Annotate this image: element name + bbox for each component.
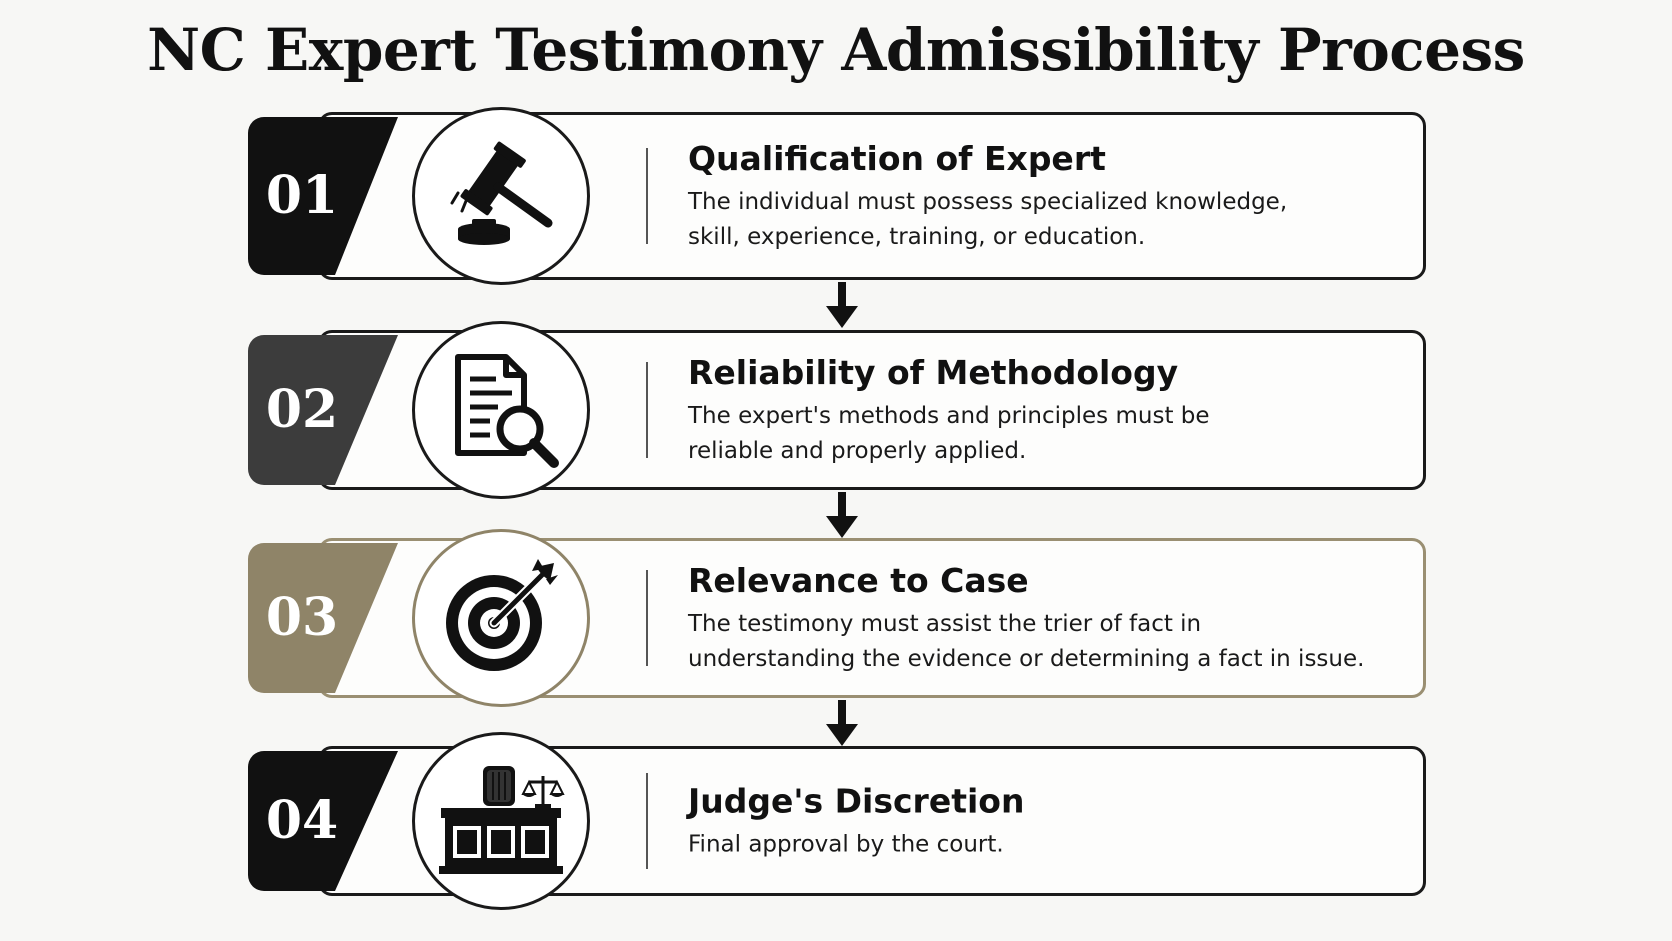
step-description: Final approval by the court. <box>688 828 1406 863</box>
target-arrow-icon <box>412 529 590 707</box>
step-heading: Judge's Discretion <box>688 781 1025 821</box>
step-number: 01 <box>265 165 339 226</box>
step-2: 02 Reliability of Methodology The expert… <box>248 321 1426 499</box>
page-title: NC Expert Testimony Admissibility Proces… <box>147 16 1525 84</box>
description-line: Final approval by the court. <box>688 831 1004 858</box>
description-line: reliable and properly applied. <box>688 438 1027 464</box>
step-heading: Reliability of Methodology <box>688 353 1179 392</box>
step-1: 01 Qualification of Expert The individua… <box>248 107 1426 285</box>
description-line: The testimony must assist the trier of f… <box>688 611 1202 637</box>
description-line: skill, experience, training, or educatio… <box>688 224 1146 250</box>
step-3: 03 Relevance to Case The testimony must … <box>248 529 1426 707</box>
step-text: Qualification of Expert The individual m… <box>688 137 1406 255</box>
step-4: 04 Jud <box>248 732 1426 910</box>
down-arrow-icon <box>826 492 858 538</box>
gavel-icon <box>412 107 590 285</box>
step-number: 03 <box>265 587 339 648</box>
step-text: Reliability of Methodology The expert's … <box>688 351 1406 469</box>
step-heading: Relevance to Case <box>688 561 1029 600</box>
divider <box>646 362 648 458</box>
divider <box>646 570 648 666</box>
judge-bench-icon <box>412 732 590 910</box>
description-line: The expert's methods and principles must… <box>688 403 1210 429</box>
step-number: 02 <box>265 379 339 440</box>
step-description: The expert's methods and principles must… <box>688 399 1406 469</box>
step-number: 04 <box>265 790 339 851</box>
step-description: The individual must possess specialized … <box>688 185 1406 255</box>
step-heading: Qualification of Expert <box>688 139 1106 178</box>
down-arrow-icon <box>826 282 858 328</box>
description-line: understanding the evidence or determinin… <box>688 646 1365 672</box>
description-line: The individual must possess specialized … <box>688 189 1288 215</box>
step-text: Judge's Discretion Final approval by the… <box>688 780 1406 863</box>
step-text: Relevance to Case The testimony must ass… <box>688 559 1406 677</box>
step-description: The testimony must assist the trier of f… <box>688 607 1406 677</box>
down-arrow-icon <box>826 700 858 746</box>
document-magnifier-icon <box>412 321 590 499</box>
divider <box>646 148 648 244</box>
divider <box>646 773 648 869</box>
